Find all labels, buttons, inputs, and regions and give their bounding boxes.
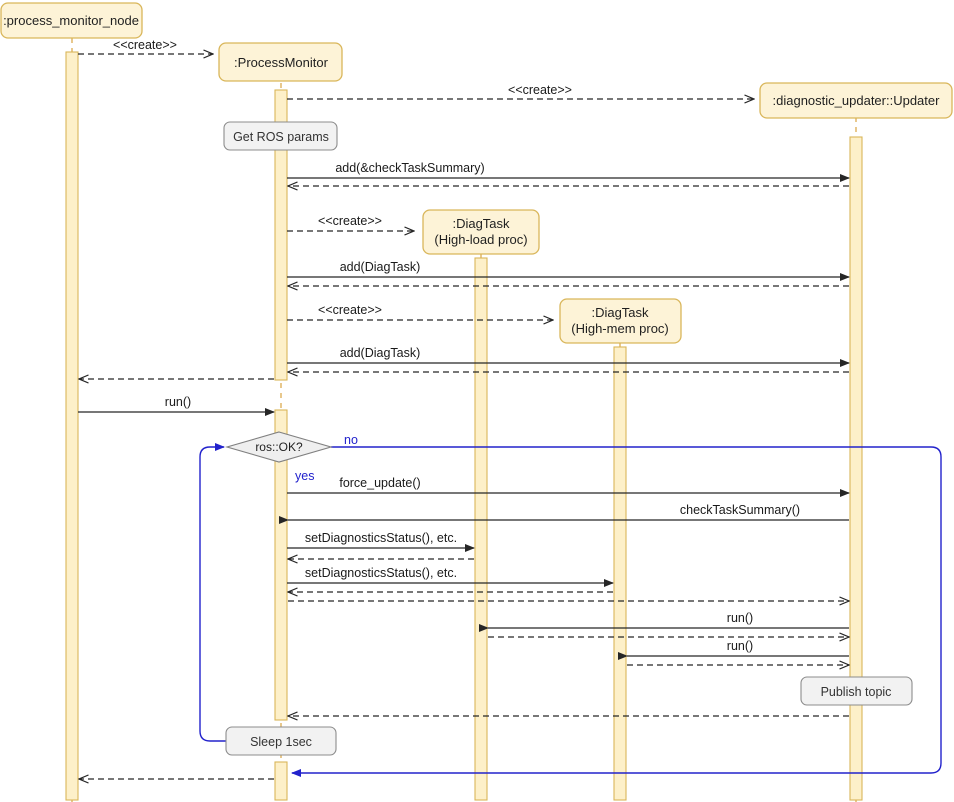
note-label-publish-topic: Publish topic xyxy=(821,685,892,699)
note-box-sleep-1sec xyxy=(225,726,337,756)
message-label-m1: <<create>> xyxy=(113,38,177,52)
message-label-m13: force_update() xyxy=(339,476,420,490)
note-label-sleep-1sec: Sleep 1sec xyxy=(250,735,312,749)
loop-back-path xyxy=(199,443,226,742)
participant-box-diag-load xyxy=(422,209,540,255)
participant-boxes: :process_monitor_node :ProcessMonitor :D… xyxy=(0,2,953,344)
message-label-m6: add(DiagTask) xyxy=(340,260,421,274)
decision-diamond-shape xyxy=(225,431,333,463)
activation-monitor-tail xyxy=(274,761,288,801)
message-label-m22: run() xyxy=(727,639,753,653)
note-sleep-1sec[interactable]: Sleep 1sec xyxy=(225,726,337,756)
activation-node xyxy=(65,51,79,801)
participant-box-updater xyxy=(759,82,953,119)
decision-branch-no-label: no xyxy=(344,433,358,447)
participant-box-node xyxy=(0,2,143,39)
message-label-m8: <<create>> xyxy=(318,303,382,317)
note-box-get-ros-params xyxy=(223,121,338,151)
message-label-m2: <<create>> xyxy=(508,83,572,97)
decision-ros-ok[interactable]: ros::OK? xyxy=(225,431,333,463)
participant-label-diag-mem-line1: :DiagTask xyxy=(591,305,649,320)
note-publish-topic[interactable]: Publish topic xyxy=(800,676,913,706)
activation-bars xyxy=(65,51,863,801)
participant-diagtask-high-load[interactable]: :DiagTask (High-load proc) xyxy=(422,209,540,255)
activation-updater xyxy=(849,136,863,801)
participant-label-monitor: :ProcessMonitor xyxy=(234,55,329,70)
lifelines xyxy=(71,38,857,802)
note-box-publish-topic xyxy=(800,676,913,706)
loop-control-flow xyxy=(199,443,942,777)
message-label-m12: run() xyxy=(165,395,191,409)
note-boxes: Get ROS params Publish topic Sleep 1sec xyxy=(223,121,913,756)
decision-label: ros::OK? xyxy=(255,440,303,454)
message-label-m9: add(DiagTask) xyxy=(340,346,421,360)
participant-diagnostic-updater[interactable]: :diagnostic_updater::Updater xyxy=(759,82,953,119)
participant-label-diag-mem-line2: (High-mem proc) xyxy=(571,321,669,336)
note-label-get-ros-params: Get ROS params xyxy=(233,130,329,144)
message-label-m17: setDiagnosticsStatus(), etc. xyxy=(305,566,457,580)
messages: <<create>> <<create>> add(&checkTaskSumm… xyxy=(78,38,850,779)
participant-box-monitor xyxy=(218,42,343,82)
activation-monitor-run xyxy=(274,409,288,721)
message-label-m14: checkTaskSummary() xyxy=(680,503,800,517)
participant-label-diag-load-line2: (High-load proc) xyxy=(434,232,527,247)
message-label-m20: run() xyxy=(727,611,753,625)
participant-label-node: :process_monitor_node xyxy=(3,13,139,28)
activation-monitor xyxy=(274,89,288,381)
message-label-m15: setDiagnosticsStatus(), etc. xyxy=(305,531,457,545)
activation-diag-mem xyxy=(613,346,627,801)
decision-branch-yes-label: yes xyxy=(295,469,314,483)
loop-no-path xyxy=(291,446,942,777)
note-get-ros-params[interactable]: Get ROS params xyxy=(223,121,338,151)
participant-label-diag-load-line1: :DiagTask xyxy=(452,216,510,231)
participant-box-diag-mem xyxy=(559,298,682,344)
message-label-m5: <<create>> xyxy=(318,214,382,228)
activation-diag-load xyxy=(474,257,488,801)
participant-process-monitor-node[interactable]: :process_monitor_node xyxy=(0,2,143,39)
message-label-m3: add(&checkTaskSummary) xyxy=(335,161,484,175)
participant-process-monitor[interactable]: :ProcessMonitor xyxy=(218,42,343,82)
participant-diagtask-high-mem[interactable]: :DiagTask (High-mem proc) xyxy=(559,298,682,344)
participant-label-updater: :diagnostic_updater::Updater xyxy=(773,93,941,108)
